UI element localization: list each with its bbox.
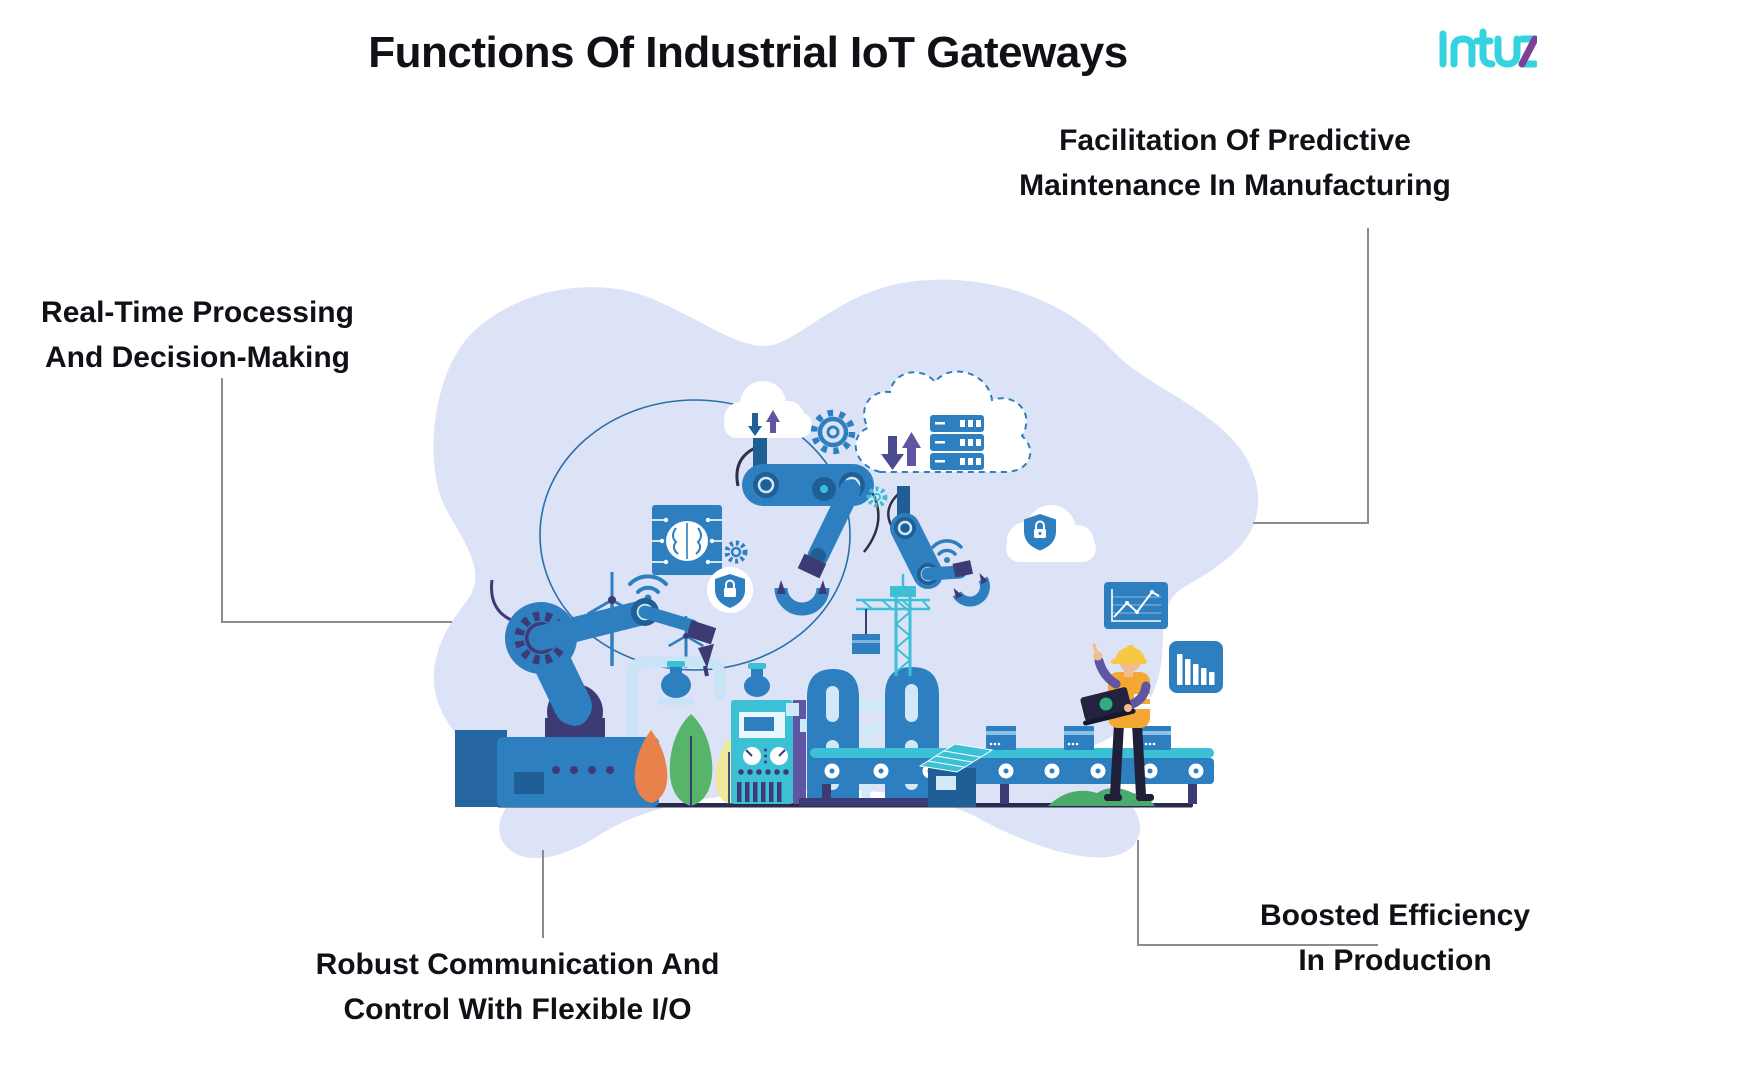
cloud-sync-icon (724, 381, 812, 438)
conveyor-boxes (986, 726, 1171, 750)
engineer-with-laptop (1080, 643, 1154, 801)
box (1064, 726, 1094, 750)
bottle-icon (658, 661, 694, 705)
sync-arrows-icon (748, 410, 780, 436)
laptop-icon (1080, 687, 1136, 726)
small-gear-teal-icon (866, 486, 888, 508)
connector-left (221, 378, 452, 623)
machine-platform (497, 737, 659, 807)
label-line: Control With Flexible I/O (343, 993, 692, 1026)
label-boosted-efficiency: Boosted Efficiency In Production (1230, 893, 1560, 983)
line-chart-icon (1104, 582, 1168, 629)
shield-badge-icon (707, 567, 753, 613)
tree-orange (634, 730, 668, 803)
label-line: Boosted Efficiency (1259, 899, 1531, 932)
bar-chart-icon (1169, 641, 1223, 693)
tower-crane (852, 574, 931, 676)
robot-arm-center (735, 438, 880, 616)
tree-green (669, 714, 713, 806)
box (1141, 726, 1171, 750)
box (986, 726, 1016, 750)
connector-lines (221, 228, 1378, 946)
label-predictive-maintenance: Facilitation Of Predictive Maintenance I… (985, 118, 1485, 208)
connector-bottom-right (1137, 840, 1378, 946)
robot-arm-right (812, 477, 990, 607)
wifi-icon-right (931, 539, 963, 563)
cloud-server-icon (854, 370, 1032, 473)
label-line: Facilitation Of Predictive (1059, 124, 1411, 157)
ai-brain-chip-icon (652, 505, 722, 575)
shield-lock-icon (1024, 514, 1056, 551)
intuz-logo-mark (1439, 28, 1539, 68)
cloud-security-icon (1006, 505, 1096, 562)
page-title: Functions Of Industrial IoT Gateways (368, 28, 1128, 77)
connector-top-right (1253, 228, 1369, 524)
gear-icon (810, 409, 856, 455)
intuz-logo (1437, 22, 1539, 76)
factory-floor (455, 572, 1223, 807)
scanner-machine (918, 743, 994, 807)
label-robust-communication: Robust Communication And Control With Fl… (265, 942, 770, 1032)
grass-mound (1048, 788, 1155, 806)
industrial-robot-arm (490, 579, 717, 740)
label-real-time-processing: Real-Time Processing And Decision-Making (15, 290, 380, 380)
label-line: And Decision-Making (44, 341, 351, 374)
decorative-circle (539, 399, 851, 671)
server-rack-icon (930, 415, 984, 470)
label-line: Robust Communication And (315, 948, 720, 981)
label-line: In Production (1298, 944, 1492, 977)
hard-hat-icon (1111, 645, 1147, 664)
small-gear-icon (724, 540, 748, 564)
data-transfer-arrows-icon (881, 432, 921, 470)
label-line: Maintenance In Manufacturing (1019, 169, 1451, 202)
label-line: Real-Time Processing (41, 296, 354, 329)
